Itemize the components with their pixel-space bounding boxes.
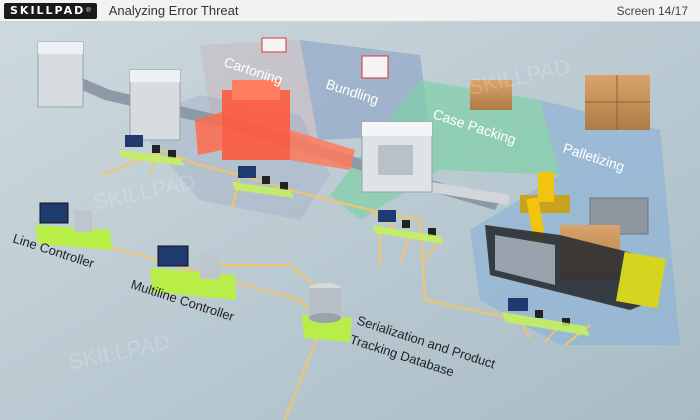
- screen-counter: Screen 14/17: [616, 4, 688, 18]
- pallet-product-icon: [585, 75, 650, 130]
- conveyor-belt-lower: [418, 180, 510, 205]
- second-machine-top: [130, 70, 180, 82]
- database-server: [302, 283, 352, 342]
- multiline-controller-station: [150, 245, 236, 300]
- workstation-monitor: [502, 298, 590, 336]
- packaging-line-illustration: SKILLPAD SKILLPAD SKILLPAD Cartoning Bun…: [0, 22, 700, 420]
- logo-text: SKILLPAD: [10, 4, 86, 17]
- workstation-monitor: [118, 135, 185, 166]
- palletizer-platform: [495, 235, 555, 285]
- line-controller-station: [35, 202, 112, 250]
- lesson-title: Analyzing Error Threat: [108, 3, 239, 18]
- robot-arm: [520, 172, 570, 244]
- case-product-icon: [470, 80, 512, 110]
- workstation-monitor: [372, 210, 444, 244]
- bundling-product-icon: [361, 55, 389, 79]
- workstation-monitor: [232, 166, 294, 198]
- cartoner-machine-error: [195, 80, 355, 170]
- infeed-machine-top: [38, 42, 83, 54]
- case-packer-machine: [361, 121, 433, 193]
- skillpad-logo: SKILLPAD®: [4, 2, 97, 19]
- top-bar: SKILLPAD® Analyzing Error Threat Screen …: [0, 0, 700, 22]
- cartoning-product-icon: [261, 37, 287, 53]
- palletizer-yellow-rail: [615, 251, 667, 309]
- logo-registered-mark: ®: [86, 7, 91, 14]
